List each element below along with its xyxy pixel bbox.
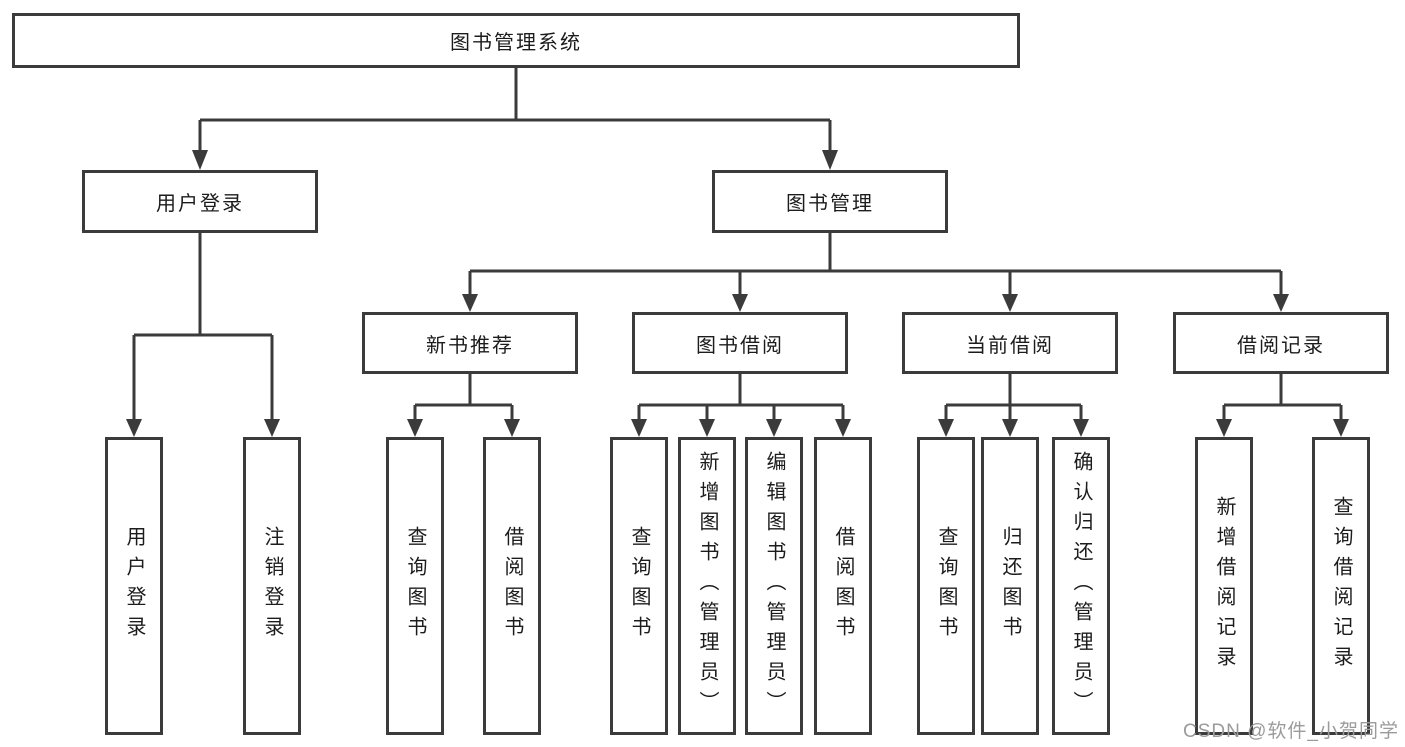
node-root-system: 图书管理系统 xyxy=(12,13,1020,68)
leaf-confirm-return-admin: 确认归还（管理员） xyxy=(1052,437,1110,735)
node-label: 借阅图书 xyxy=(832,526,854,646)
node-label: 查询图书 xyxy=(628,526,650,646)
node-label: 图书管理系统 xyxy=(450,32,582,54)
node-label: 归还图书 xyxy=(999,526,1021,646)
node-label: 图书借阅 xyxy=(696,334,784,357)
leaf-query-book-current: 查询图书 xyxy=(917,437,975,735)
node-user-login: 用户登录 xyxy=(82,170,318,233)
node-borrow-record: 借阅记录 xyxy=(1173,312,1389,374)
node-current-borrow: 当前借阅 xyxy=(902,312,1118,374)
leaf-query-book-borrow: 查询图书 xyxy=(610,437,668,735)
leaf-add-borrow-record: 新增借阅记录 xyxy=(1195,437,1253,735)
leaf-borrow-book-recommend: 借阅图书 xyxy=(483,437,541,735)
node-label: 新增图书（管理员） xyxy=(696,451,718,721)
node-book-borrow: 图书借阅 xyxy=(632,312,848,374)
csdn-watermark: CSDN @软件_小贺同学 xyxy=(1183,721,1399,742)
node-label: 当前借阅 xyxy=(966,334,1054,357)
leaf-add-book-admin: 新增图书（管理员） xyxy=(678,437,736,735)
node-label: 查询借阅记录 xyxy=(1330,496,1352,676)
node-new-book-recommend: 新书推荐 xyxy=(362,312,578,374)
leaf-query-book-recommend: 查询图书 xyxy=(386,437,444,735)
arrowheads xyxy=(126,150,1349,437)
node-label: 查询图书 xyxy=(935,526,957,646)
node-label: 用户登录 xyxy=(156,193,244,215)
node-label: 编辑图书（管理员） xyxy=(763,451,785,721)
leaf-return-book: 归还图书 xyxy=(981,437,1039,735)
node-label: 新书推荐 xyxy=(426,334,514,357)
node-label: 图书管理 xyxy=(786,193,874,215)
node-label: 借阅图书 xyxy=(501,526,523,646)
node-label: 确认归还（管理员） xyxy=(1070,451,1092,721)
node-label: 新增借阅记录 xyxy=(1213,496,1235,676)
node-label: 查询图书 xyxy=(404,526,426,646)
leaf-query-borrow-record: 查询借阅记录 xyxy=(1312,437,1370,735)
node-label: 借阅记录 xyxy=(1237,334,1325,357)
leaf-edit-book-admin: 编辑图书（管理员） xyxy=(745,437,803,735)
node-label: 注销登录 xyxy=(261,526,283,646)
leaf-borrow-book: 借阅图书 xyxy=(814,437,872,735)
node-label: 用户登录 xyxy=(123,526,145,646)
leaf-user-login: 用户登录 xyxy=(105,437,163,735)
leaf-logout: 注销登录 xyxy=(243,437,301,735)
node-book-management: 图书管理 xyxy=(712,170,948,233)
